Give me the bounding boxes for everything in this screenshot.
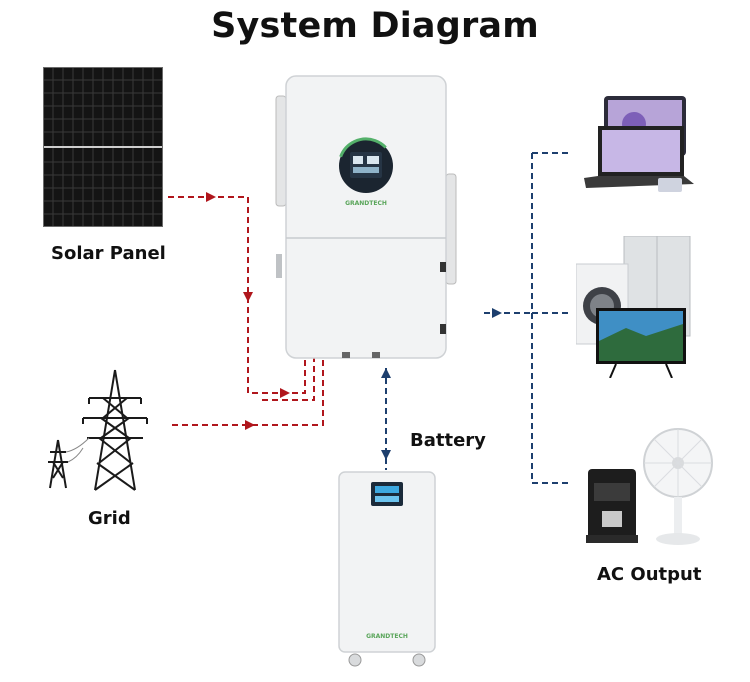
inverter-brand-text: GRANDTECH: [345, 200, 387, 207]
inverter-image: GRANDTECH: [275, 75, 457, 359]
arrow-right-icon: [492, 308, 502, 318]
appliances-image: [576, 236, 691, 378]
diagram-title: System Diagram: [211, 6, 539, 46]
arrow-right-icon: [245, 420, 255, 430]
battery-brand-text: GRANDTECH: [366, 633, 408, 640]
solar-panel-label: Solar Panel: [51, 243, 166, 264]
arrow-down-icon: [243, 292, 253, 302]
arrow-up-icon: [381, 368, 391, 378]
grid-line-inner: [262, 355, 315, 401]
coffee-fan-image: [586, 428, 713, 545]
grid-label: Grid: [88, 508, 131, 529]
arrow-right-icon: [280, 388, 290, 398]
ac-output-label: AC Output: [597, 564, 702, 585]
battery-label: Battery: [410, 430, 486, 451]
laptop-tablet-image: [584, 96, 694, 192]
solar-panel-image: [43, 67, 163, 227]
battery-image: GRANDTECH: [338, 471, 436, 667]
pv-line: [168, 196, 306, 394]
arrow-down-icon: [381, 450, 391, 460]
arrow-right-icon: [206, 192, 216, 202]
grid-line: [172, 355, 324, 426]
grid-tower-icon: [48, 369, 148, 491]
